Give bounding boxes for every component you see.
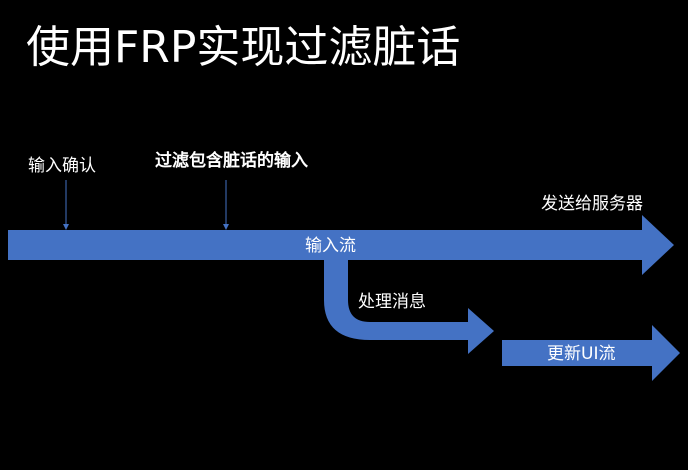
slide-title: 使用FRP实现过滤脏话 (26, 22, 461, 73)
send-to-server-label: 发送给服务器 (541, 194, 643, 214)
update-ui-stream-label: 更新UI流 (547, 344, 616, 364)
input-confirm-pointer-head (63, 224, 69, 230)
input-stream-label: 输入流 (305, 236, 356, 256)
input-stream-arrow (8, 215, 674, 275)
process-message-label: 处理消息 (358, 292, 426, 312)
filter-dirty-input-label: 过滤包含脏话的输入 (155, 151, 308, 171)
update-ui-stream-arrow (502, 325, 680, 381)
process-message-arrow (324, 258, 494, 354)
input-confirm-label: 输入确认 (28, 156, 96, 176)
filter-pointer-head (223, 224, 229, 230)
